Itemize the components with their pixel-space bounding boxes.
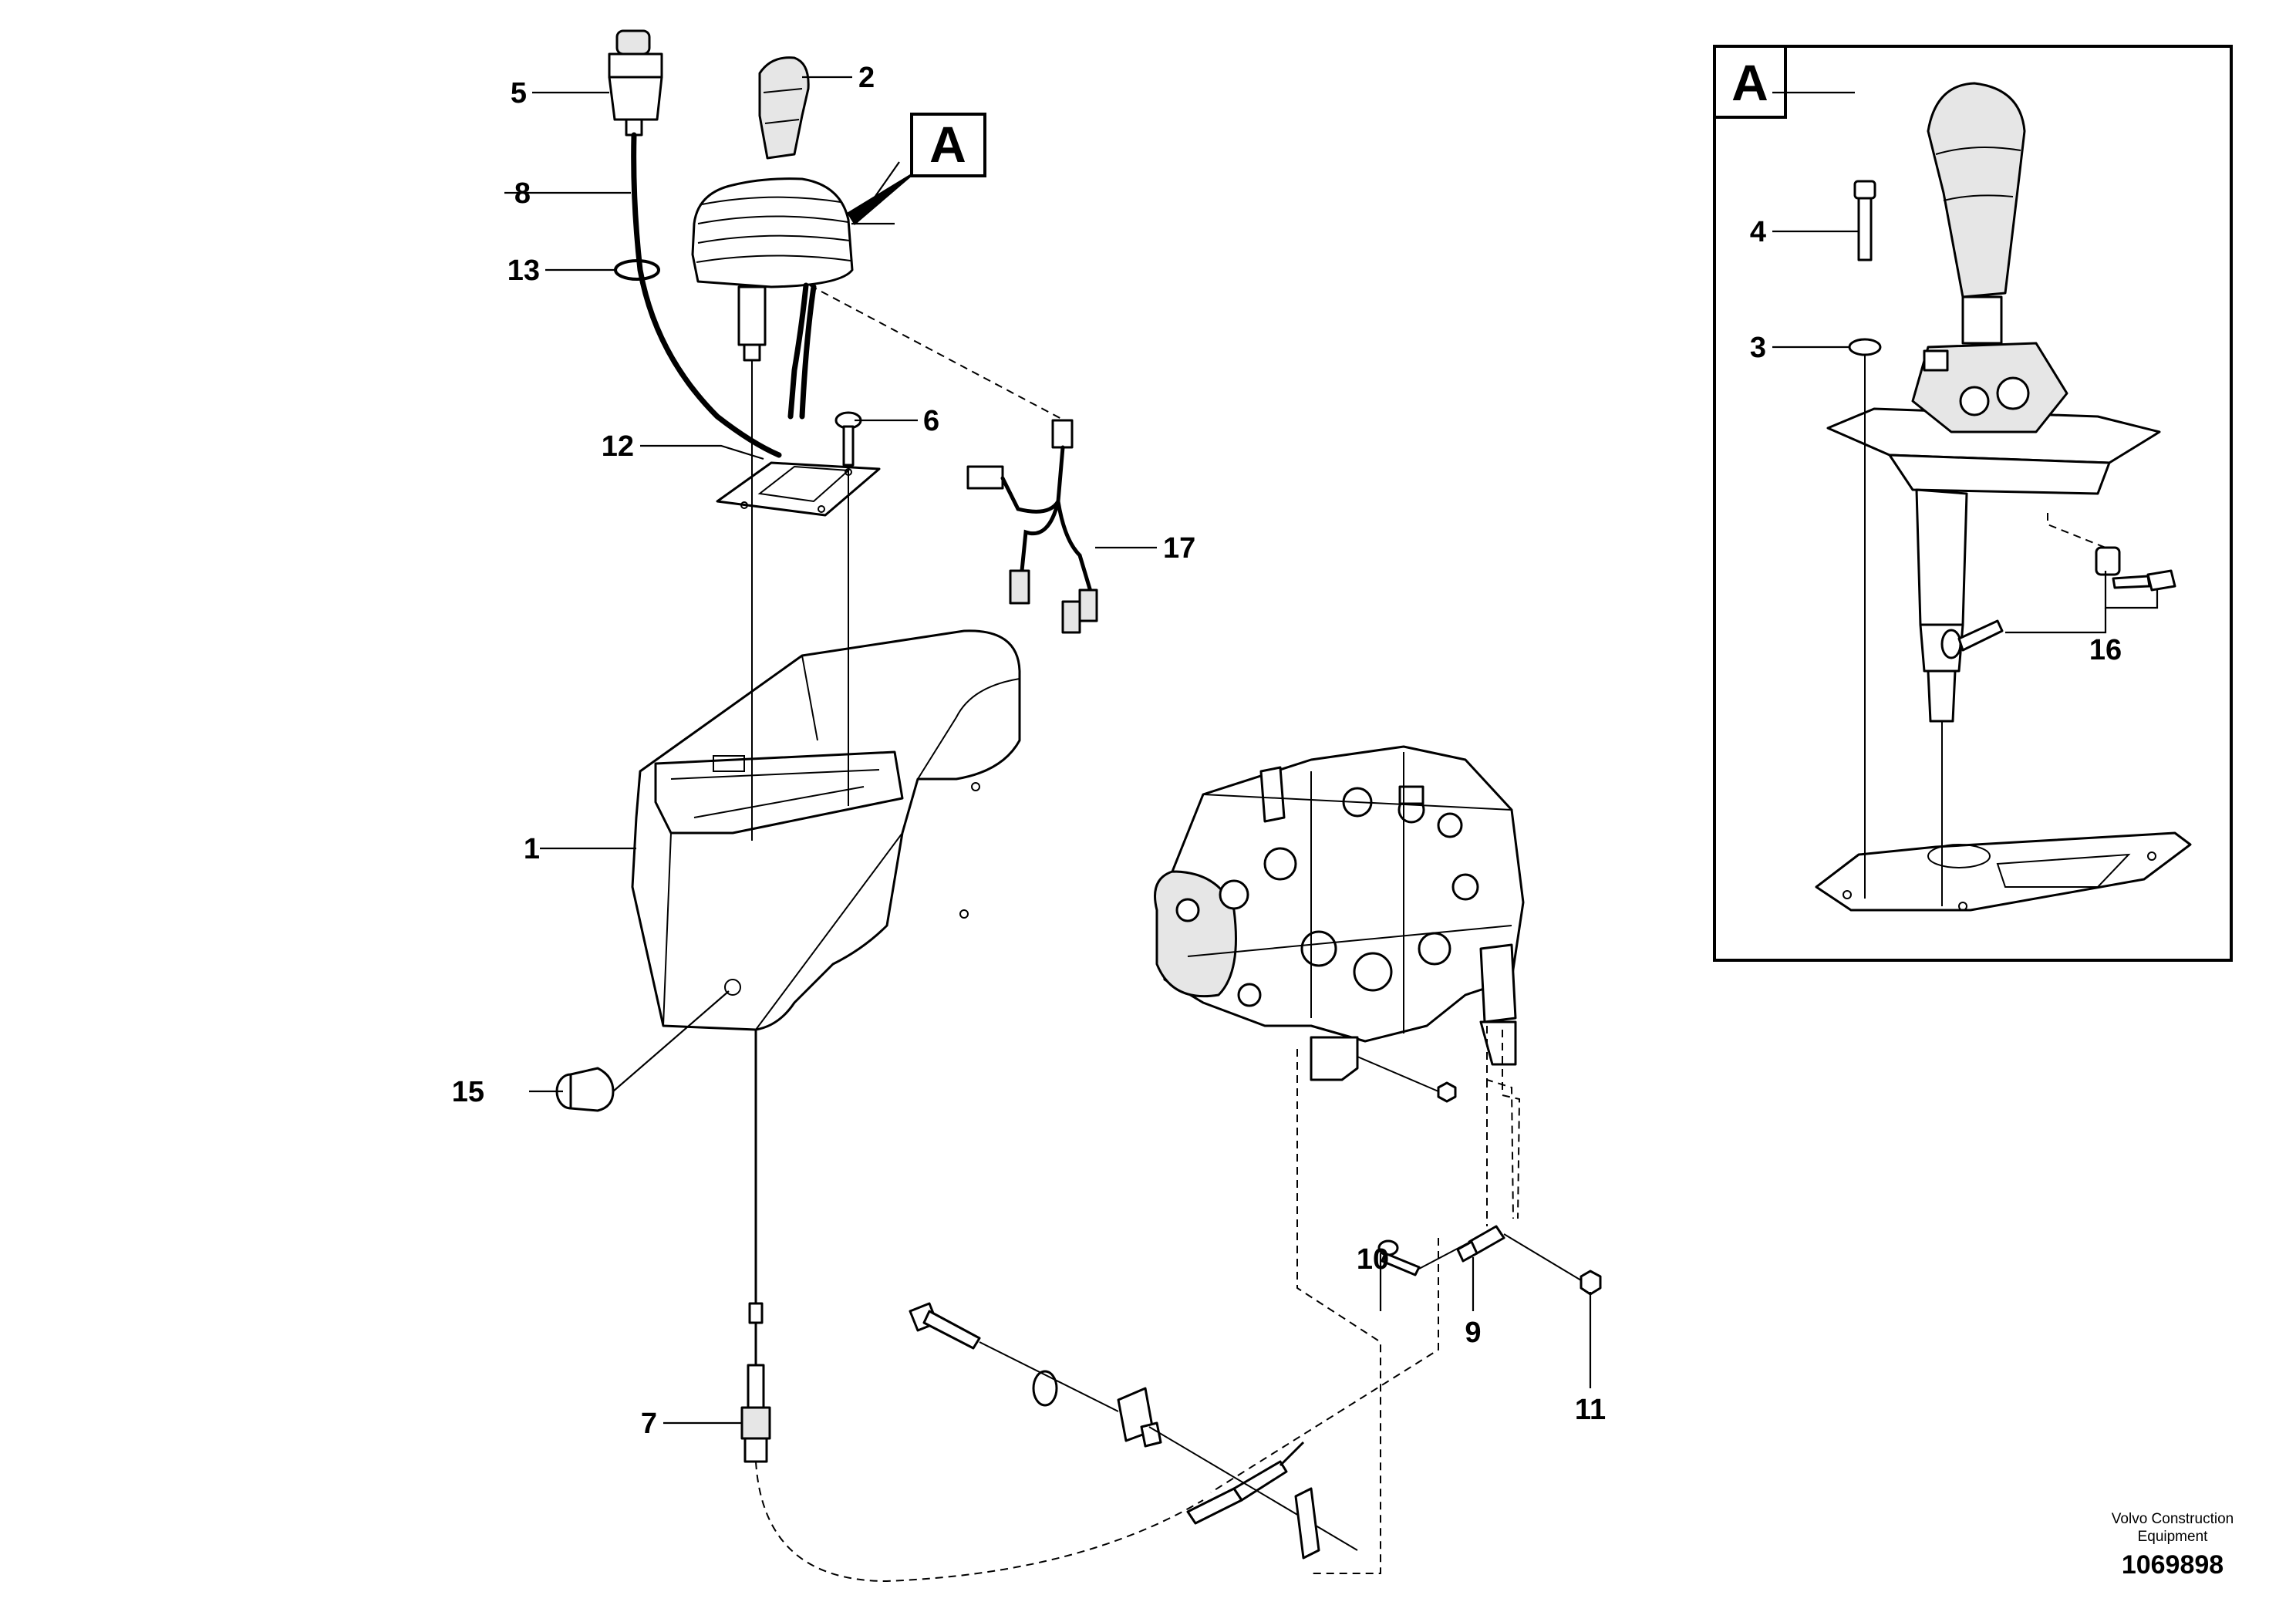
nut bbox=[1580, 1270, 1602, 1296]
control-cable-end bbox=[740, 1302, 771, 1463]
plug bbox=[555, 1067, 615, 1112]
callout-8: 8 bbox=[514, 177, 531, 210]
bolt bbox=[909, 1302, 981, 1350]
detail-tag-inset: A bbox=[1731, 54, 1768, 111]
mounting-plate bbox=[716, 461, 881, 517]
bolt-detail bbox=[1853, 180, 1876, 261]
bolt bbox=[1377, 1239, 1421, 1276]
callout-15: 15 bbox=[452, 1076, 484, 1108]
switch bbox=[608, 29, 663, 137]
joystick-assembly-detail bbox=[1815, 82, 2192, 912]
callout-3: 3 bbox=[1750, 332, 1766, 364]
hydraulic-pump bbox=[1154, 745, 1525, 1081]
sensor bbox=[1456, 1225, 1505, 1263]
console-housing bbox=[631, 629, 1021, 1031]
cable-fitting bbox=[1186, 1441, 1305, 1525]
leader-lines bbox=[504, 76, 2159, 1425]
detail-a-frame bbox=[1713, 45, 2233, 962]
credit-line-1: Volvo Construction bbox=[2112, 1511, 2234, 1527]
callout-10: 10 bbox=[1357, 1243, 1389, 1276]
detail-tag-main: A bbox=[929, 116, 966, 173]
callout-11: 11 bbox=[1575, 1394, 1606, 1426]
callout-2: 2 bbox=[858, 62, 875, 94]
callout-9: 9 bbox=[1465, 1317, 1481, 1349]
callout-13: 13 bbox=[507, 255, 540, 287]
callout-6: 6 bbox=[923, 405, 939, 437]
callout-17: 17 bbox=[1163, 532, 1195, 565]
callout-7: 7 bbox=[641, 1408, 657, 1440]
spacer-and-screws-detail bbox=[1940, 546, 2176, 659]
clip bbox=[1294, 1487, 1320, 1560]
detail-tag-box bbox=[910, 113, 986, 177]
washer bbox=[1032, 1370, 1058, 1407]
washer-detail bbox=[1848, 338, 1882, 356]
callout-5: 5 bbox=[511, 77, 527, 110]
wiring-harness bbox=[966, 419, 1098, 634]
document-number: 1069898 bbox=[2122, 1550, 2224, 1580]
arrow-a bbox=[847, 166, 924, 225]
credit-line-2: Equipment bbox=[2138, 1529, 2209, 1545]
callout-12: 12 bbox=[602, 430, 634, 463]
screw bbox=[834, 411, 862, 467]
callout-4: 4 bbox=[1750, 216, 1766, 248]
bracket bbox=[1117, 1387, 1162, 1448]
small-nut bbox=[1437, 1081, 1457, 1103]
callout-16: 16 bbox=[2089, 634, 2122, 666]
joystick-lever bbox=[691, 56, 854, 362]
callout-1: 1 bbox=[524, 833, 540, 865]
